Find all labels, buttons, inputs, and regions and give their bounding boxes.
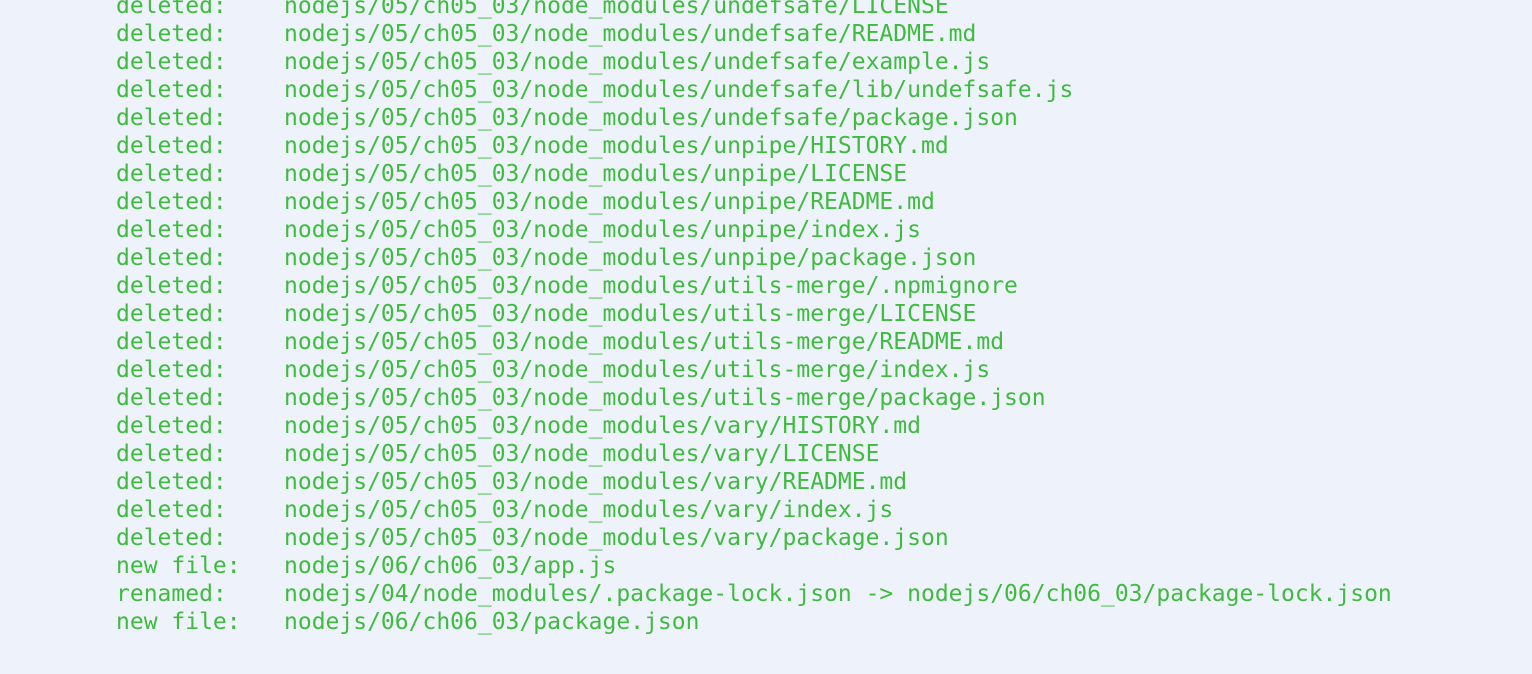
git-status-entry: deleted: nodejs/05/ch05_03/node_modules/v… bbox=[116, 440, 1392, 468]
entry-path: nodejs/05/ch05_03/node_modules/undefsafe… bbox=[284, 77, 1074, 103]
git-status-entry: deleted: nodejs/05/ch05_03/node_modules/u… bbox=[116, 328, 1392, 356]
entry-status: deleted: bbox=[116, 469, 227, 495]
git-status-entry: deleted: nodejs/05/ch05_03/node_modules/v… bbox=[116, 412, 1392, 440]
entry-path: nodejs/05/ch05_03/node_modules/unpipe/LI… bbox=[284, 161, 908, 187]
git-status-list: deleted: nodejs/05/ch05_03/node_modules/u… bbox=[116, 0, 1392, 636]
entry-path: nodejs/05/ch05_03/node_modules/utils-mer… bbox=[284, 329, 1005, 355]
entry-path: nodejs/05/ch05_03/node_modules/vary/LICE… bbox=[284, 441, 880, 467]
entry-status: deleted: bbox=[116, 49, 227, 75]
git-status-entry: deleted: nodejs/05/ch05_03/node_modules/v… bbox=[116, 524, 1392, 552]
entry-status: deleted: bbox=[116, 0, 227, 19]
git-status-entry: deleted: nodejs/05/ch05_03/node_modules/u… bbox=[116, 244, 1392, 272]
git-status-entry: new file: nodejs/06/ch06_03/app.js bbox=[116, 552, 1392, 580]
git-status-entry: deleted: nodejs/05/ch05_03/node_modules/u… bbox=[116, 356, 1392, 384]
entry-status: deleted: bbox=[116, 217, 227, 243]
entry-path: nodejs/04/node_modules/.package-lock.jso… bbox=[284, 581, 1392, 607]
entry-status: deleted: bbox=[116, 525, 227, 551]
entry-status: deleted: bbox=[116, 133, 227, 159]
git-status-entry: deleted: nodejs/05/ch05_03/node_modules/u… bbox=[116, 76, 1392, 104]
git-status-entry: deleted: nodejs/05/ch05_03/node_modules/v… bbox=[116, 496, 1392, 524]
entry-path: nodejs/05/ch05_03/node_modules/unpipe/pa… bbox=[284, 245, 977, 271]
entry-status: deleted: bbox=[116, 273, 227, 299]
entry-status: deleted: bbox=[116, 385, 227, 411]
entry-path: nodejs/05/ch05_03/node_modules/utils-mer… bbox=[284, 301, 977, 327]
entry-path: nodejs/05/ch05_03/node_modules/vary/pack… bbox=[284, 525, 949, 551]
git-status-entry: deleted: nodejs/05/ch05_03/node_modules/u… bbox=[116, 272, 1392, 300]
entry-status: deleted: bbox=[116, 441, 227, 467]
git-status-entry: deleted: nodejs/05/ch05_03/node_modules/u… bbox=[116, 20, 1392, 48]
entry-status: deleted: bbox=[116, 105, 227, 131]
git-status-entry: renamed: nodejs/04/node_modules/.package-… bbox=[116, 580, 1392, 608]
entry-status: deleted: bbox=[116, 357, 227, 383]
entry-status: deleted: bbox=[116, 245, 227, 271]
git-status-entry: deleted: nodejs/05/ch05_03/node_modules/u… bbox=[116, 132, 1392, 160]
entry-status: new file: bbox=[116, 609, 241, 635]
entry-status: deleted: bbox=[116, 161, 227, 187]
entry-path: nodejs/05/ch05_03/node_modules/vary/READ… bbox=[284, 469, 908, 495]
entry-status: new file: bbox=[116, 553, 241, 579]
git-status-entry: deleted: nodejs/05/ch05_03/node_modules/u… bbox=[116, 160, 1392, 188]
git-status-entry: deleted: nodejs/05/ch05_03/node_modules/u… bbox=[116, 300, 1392, 328]
entry-status: deleted: bbox=[116, 77, 227, 103]
entry-status: deleted: bbox=[116, 329, 227, 355]
entry-status: deleted: bbox=[116, 189, 227, 215]
entry-path: nodejs/05/ch05_03/node_modules/undefsafe… bbox=[284, 105, 1018, 131]
entry-path: nodejs/05/ch05_03/node_modules/vary/HIST… bbox=[284, 413, 921, 439]
git-status-entry: deleted: nodejs/05/ch05_03/node_modules/u… bbox=[116, 188, 1392, 216]
git-status-entry: new file: nodejs/06/ch06_03/package.json bbox=[116, 608, 1392, 636]
entry-path: nodejs/05/ch05_03/node_modules/undefsafe… bbox=[284, 21, 977, 47]
git-status-entry: deleted: nodejs/05/ch05_03/node_modules/u… bbox=[116, 216, 1392, 244]
git-status-entry: deleted: nodejs/05/ch05_03/node_modules/u… bbox=[116, 104, 1392, 132]
entry-status: deleted: bbox=[116, 413, 227, 439]
git-status-entry: deleted: nodejs/05/ch05_03/node_modules/u… bbox=[116, 0, 1392, 20]
entry-path: nodejs/05/ch05_03/node_modules/utils-mer… bbox=[284, 385, 1046, 411]
git-status-entry: deleted: nodejs/05/ch05_03/node_modules/v… bbox=[116, 468, 1392, 496]
entry-status: renamed: bbox=[116, 581, 227, 607]
entry-path: nodejs/05/ch05_03/node_modules/utils-mer… bbox=[284, 357, 991, 383]
entry-path: nodejs/05/ch05_03/node_modules/unpipe/in… bbox=[284, 217, 921, 243]
entry-status: deleted: bbox=[116, 301, 227, 327]
git-status-entry: deleted: nodejs/05/ch05_03/node_modules/u… bbox=[116, 384, 1392, 412]
entry-path: nodejs/05/ch05_03/node_modules/undefsafe… bbox=[284, 0, 949, 19]
entry-path: nodejs/05/ch05_03/node_modules/undefsafe… bbox=[284, 49, 991, 75]
entry-status: deleted: bbox=[116, 497, 227, 523]
entry-path: nodejs/06/ch06_03/app.js bbox=[284, 553, 617, 579]
entry-path: nodejs/05/ch05_03/node_modules/unpipe/HI… bbox=[284, 133, 949, 159]
entry-path: nodejs/05/ch05_03/node_modules/utils-mer… bbox=[284, 273, 1018, 299]
entry-path: nodejs/05/ch05_03/node_modules/vary/inde… bbox=[284, 497, 894, 523]
git-status-entry: deleted: nodejs/05/ch05_03/node_modules/u… bbox=[116, 48, 1392, 76]
entry-status: deleted: bbox=[116, 21, 227, 47]
entry-path: nodejs/05/ch05_03/node_modules/unpipe/RE… bbox=[284, 189, 935, 215]
entry-path: nodejs/06/ch06_03/package.json bbox=[284, 609, 700, 635]
